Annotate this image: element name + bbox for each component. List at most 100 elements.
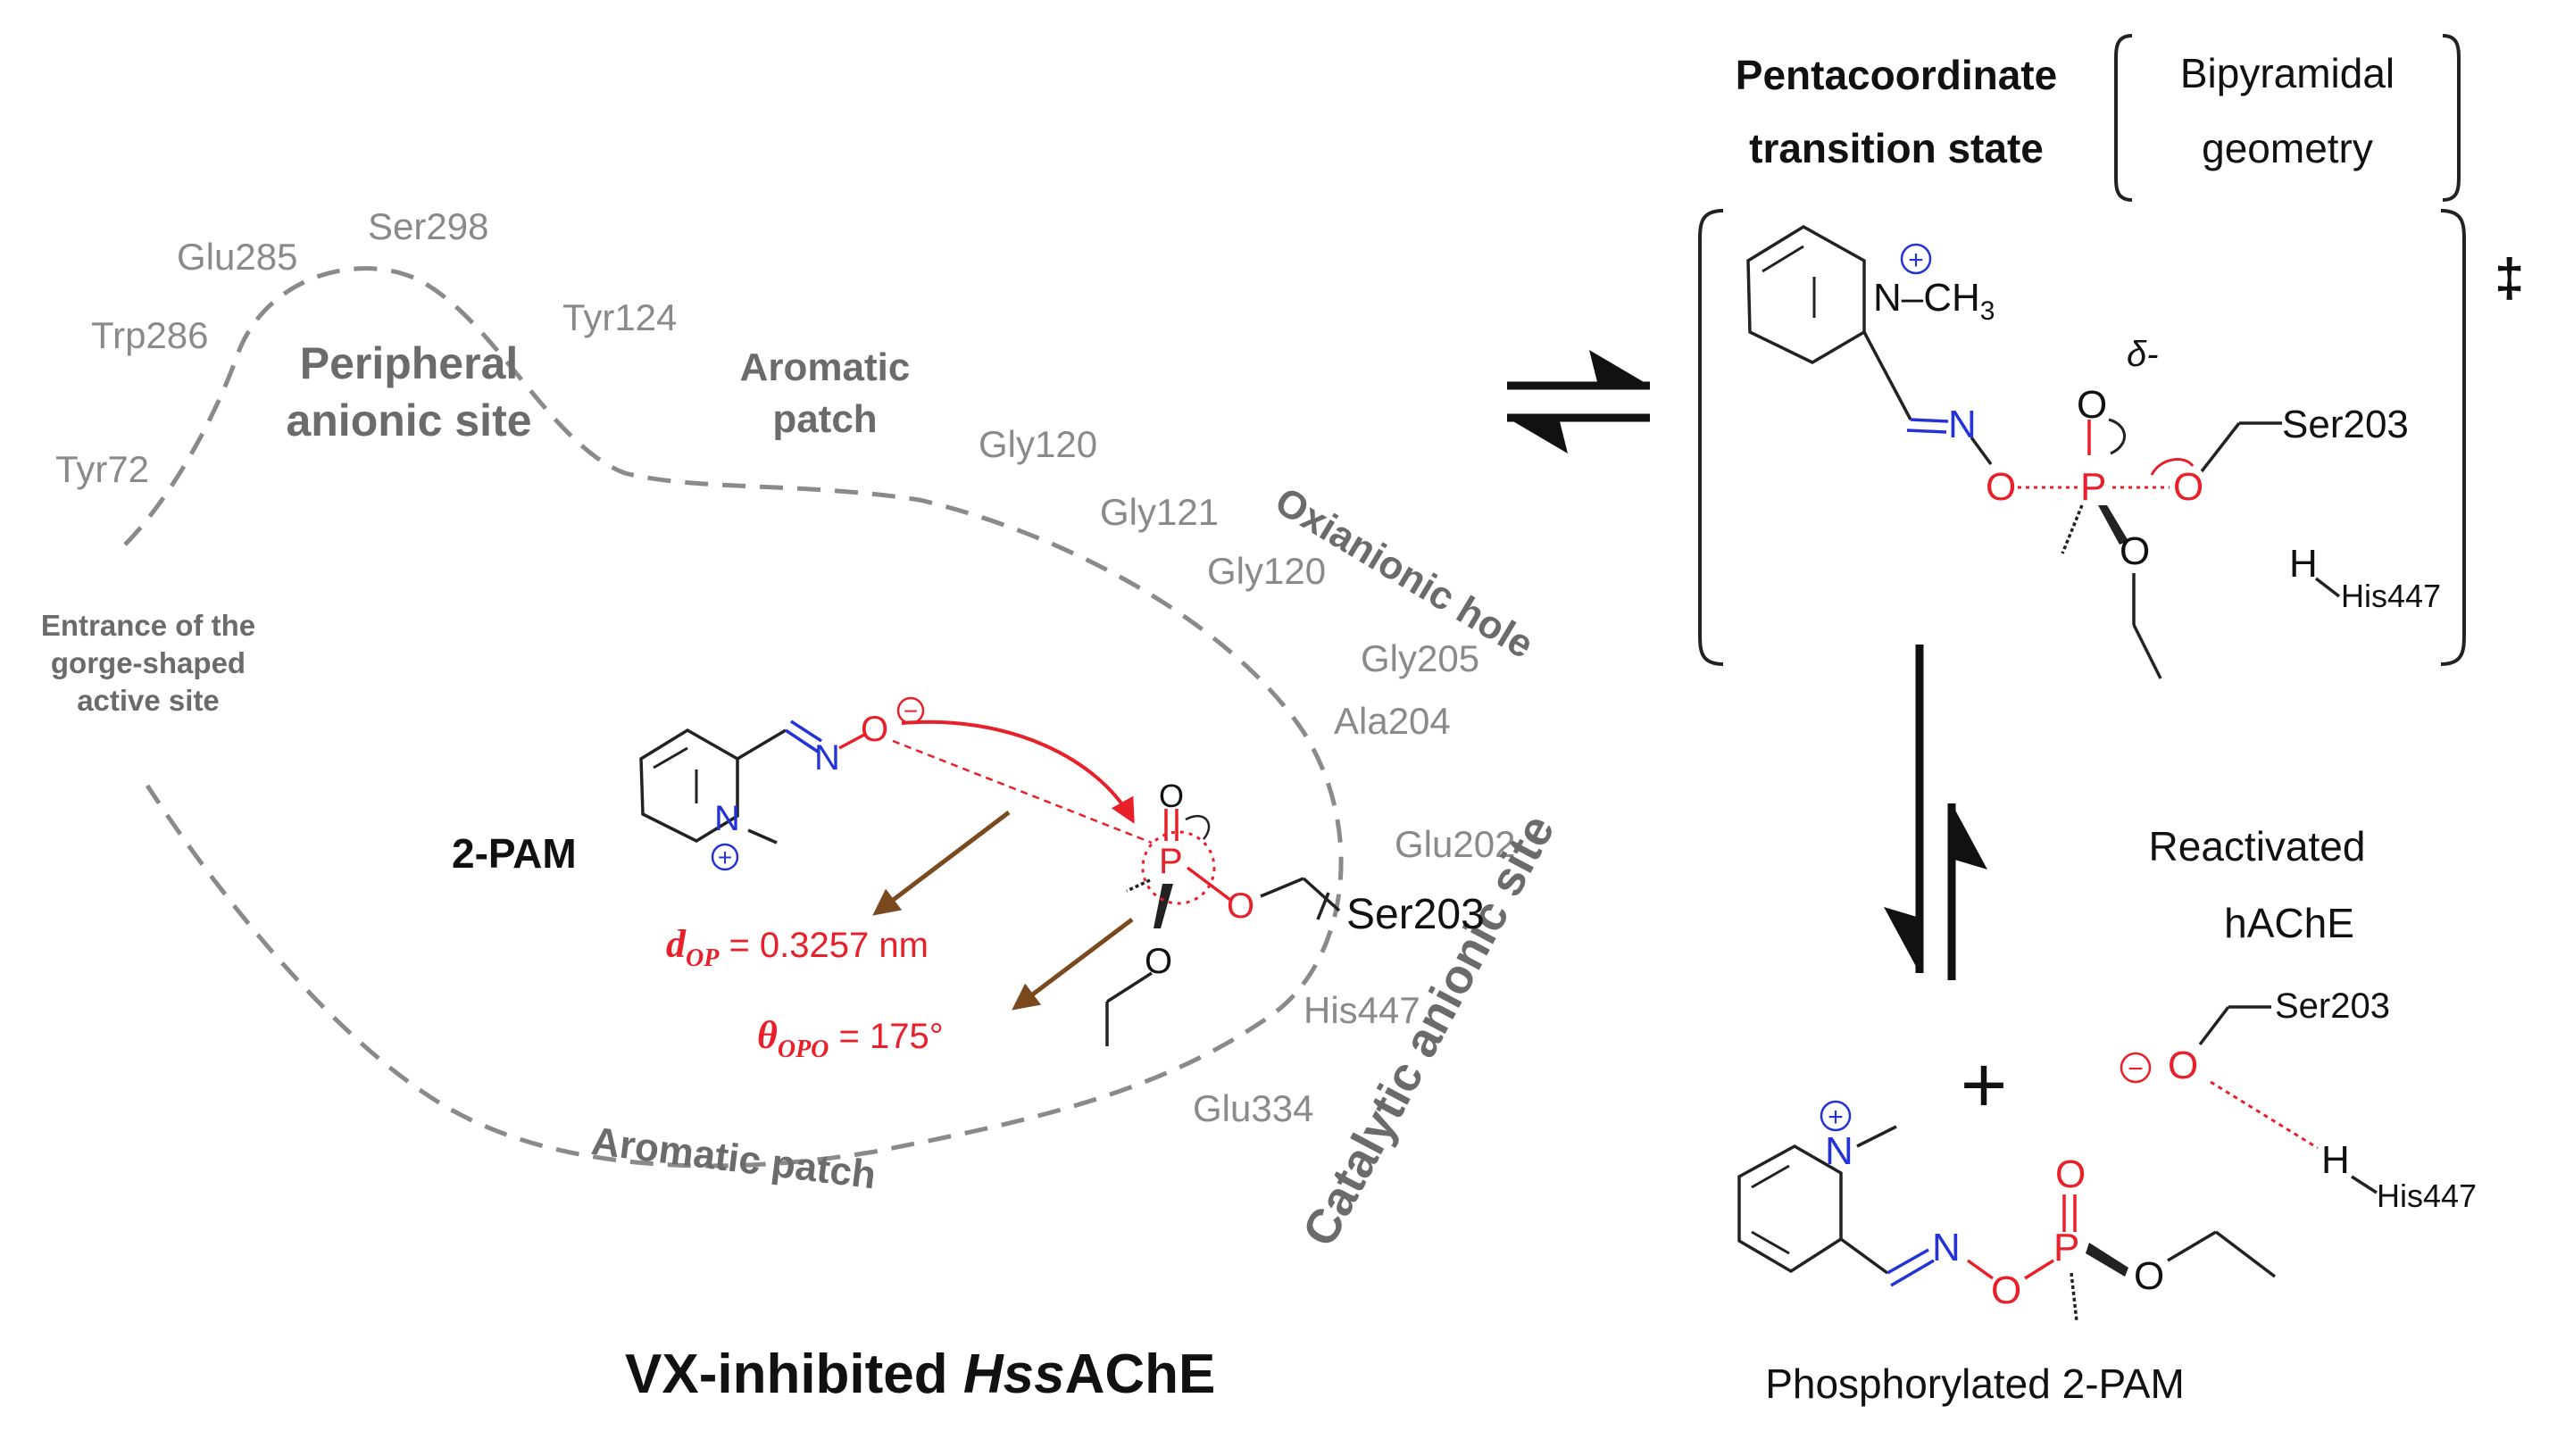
pyridine-plus-sign: + bbox=[718, 844, 732, 871]
prod-h-atom: H bbox=[2321, 1138, 2350, 1182]
prod-pyridine-plus-charge bbox=[1820, 1100, 1852, 1132]
prod-phosphoryl-o-atom: O bbox=[2055, 1152, 2086, 1196]
ts-pyridine-plus-charge bbox=[1900, 243, 1932, 275]
ts-ethoxy-2 bbox=[2132, 624, 2162, 679]
prod-n-o bbox=[1966, 1259, 1995, 1280]
ring-to-imine-bond bbox=[737, 728, 787, 761]
phosphorylated-2pam-atoms: N + N O P O O bbox=[1820, 1100, 2164, 1312]
geometry-bracket-left bbox=[2114, 34, 2133, 202]
ts-curved-arrow-1 bbox=[2108, 418, 2126, 455]
ts-pyridine-ring bbox=[1746, 224, 1866, 364]
residue-glu334: Glu334 bbox=[1193, 1087, 1313, 1129]
imine-n-atom: N bbox=[814, 738, 840, 778]
phosphorylated-2pam-label: Phosphorylated 2-PAM bbox=[1765, 1360, 2185, 1407]
reactivated-atoms: − O Ser203 H His447 bbox=[2120, 986, 2477, 1214]
oxime-o-atom: O bbox=[861, 710, 888, 749]
products-text: Reactivated hAChE + Phosphorylated 2-PAM bbox=[1765, 823, 2365, 1407]
ser-o-atom: O bbox=[1227, 886, 1254, 926]
residue-gly121: Gly121 bbox=[1100, 491, 1219, 533]
ts-oxyanion-atom: O bbox=[2077, 383, 2107, 427]
ts-bracket-right bbox=[2440, 209, 2466, 666]
ethoxy-o-atom: O bbox=[1145, 942, 1172, 981]
residue-his447: His447 bbox=[1303, 989, 1420, 1031]
prod-oser-ch2 bbox=[2198, 1005, 2230, 1046]
geometry-label-2: geometry bbox=[2202, 125, 2373, 171]
ser-wavy bbox=[1316, 892, 1330, 920]
n-methyl-bond bbox=[747, 828, 778, 844]
ts-ser203-label: Ser203 bbox=[2282, 403, 2409, 446]
angle-measurement: θOPO = 175° bbox=[757, 1013, 944, 1063]
residue-ala204: Ala204 bbox=[1334, 700, 1451, 742]
angle-symbol: θ bbox=[757, 1013, 778, 1057]
residue-gly120-a: Gly120 bbox=[979, 423, 1097, 465]
ts-n-ch3: N–CH bbox=[1873, 276, 1980, 320]
ts-ser-o-atom: O bbox=[2173, 465, 2203, 509]
distance-symbol: d bbox=[666, 922, 687, 966]
nucleophilic-attack-arrow bbox=[901, 720, 1135, 824]
phosphoryl-o-atom: O bbox=[1159, 778, 1184, 814]
entrance-label-3: active site bbox=[77, 684, 220, 717]
entrance-label-2: gorge-shaped bbox=[51, 646, 246, 679]
prod-pyridine-n-atom: N bbox=[1825, 1129, 1853, 1173]
equilibrium-arrow-horizontal bbox=[1507, 350, 1650, 453]
left-phosphonyl-atoms: O P O O Ser203 bbox=[1145, 778, 1485, 981]
residue-glu202: Glu202 bbox=[1395, 823, 1515, 865]
reactivated-ser-his bbox=[2198, 1005, 2378, 1194]
ts-n-methyl-label: N–CH3 bbox=[1873, 276, 1995, 326]
distance-value: = 0.3257 nm bbox=[719, 926, 929, 965]
reactivated-label-2: hAChE bbox=[2224, 900, 2354, 946]
prod-p-o-wedge bbox=[2086, 1243, 2128, 1277]
residue-labels: Glu285 Ser298 Trp286 Tyr124 Tyr72 Gly120… bbox=[55, 205, 1515, 1129]
peripheral-site-label-2: anionic site bbox=[286, 395, 531, 445]
ts-curved-arrow-2 bbox=[2150, 458, 2195, 476]
residue-gly205: Gly205 bbox=[1361, 637, 1479, 679]
ts-imine-double bbox=[1910, 418, 1949, 423]
prod-h-his-bond bbox=[2351, 1175, 2378, 1194]
distance-subscript: OP bbox=[686, 944, 720, 972]
prod-oxyanion-minus-charge bbox=[2120, 1052, 2152, 1084]
geometry-label-1: Bipyramidal bbox=[2180, 50, 2395, 96]
prod-ser-o-atom: O bbox=[2168, 1044, 2198, 1087]
pyridine-n-atom: N bbox=[714, 799, 740, 838]
equilibrium-arrow-vertical bbox=[1884, 645, 1987, 980]
prod-phosphorus-atom: P bbox=[2053, 1226, 2079, 1269]
oxime-minus-sign: − bbox=[904, 697, 918, 725]
p-o-wedge bbox=[1154, 884, 1173, 928]
ts-oxime-o-atom: O bbox=[1986, 465, 2016, 509]
residue-tyr124: Tyr124 bbox=[562, 296, 677, 338]
prod-ser203-label: Ser203 bbox=[2275, 986, 2390, 1026]
ts-ring-imine-bond bbox=[1862, 331, 1912, 420]
residue-gly120-b: Gly120 bbox=[1207, 550, 1326, 592]
o-p-distance-dashed bbox=[892, 739, 1153, 844]
ts-pyridine-plus-sign: + bbox=[1908, 245, 1924, 275]
ts-phosphorus-atom: P bbox=[2080, 465, 2106, 509]
ts-ethoxy-o-atom: O bbox=[2120, 529, 2150, 573]
ts-n-o-bond bbox=[1970, 436, 1993, 466]
ts-imine-n-atom: N bbox=[1948, 403, 1977, 446]
prod-pyridine-plus-sign: + bbox=[1828, 1102, 1844, 1132]
prod-p-methyl-hash bbox=[2070, 1272, 2078, 1322]
p-methyl-hash bbox=[1126, 878, 1151, 893]
ts-his447-label: His447 bbox=[2341, 578, 2441, 614]
title-italic: Hss bbox=[963, 1344, 1065, 1405]
prod-ethoxy-o-atom: O bbox=[2134, 1254, 2164, 1298]
residue-trp286: Trp286 bbox=[91, 314, 209, 356]
bipyramid-dotted-circle bbox=[1141, 830, 1216, 905]
prod-his447-label: His447 bbox=[2377, 1177, 2477, 1214]
title-part-1: VX-inhibited bbox=[625, 1344, 963, 1405]
prod-ring-imine bbox=[1839, 1237, 1889, 1275]
ts-p-methyl-hash bbox=[2061, 504, 2084, 554]
geometry-bracket-right bbox=[2442, 34, 2461, 202]
residue-glu285: Glu285 bbox=[177, 236, 297, 278]
title-part-2: AChE bbox=[1065, 1344, 1216, 1405]
ts-h-atom: H bbox=[2289, 542, 2318, 586]
aromatic-patch-top-label: Aromatic bbox=[740, 345, 911, 389]
prod-ethoxy-1 bbox=[2167, 1230, 2217, 1262]
ts-h-his-bond bbox=[2314, 577, 2341, 598]
phosphorylated-2pam-molecule bbox=[1737, 1125, 2277, 1322]
pyridine-plus-charge bbox=[711, 843, 739, 871]
ts-double-dagger: ‡ bbox=[2495, 248, 2524, 308]
n-o-bond bbox=[838, 732, 867, 750]
left-phosphonyl-serine bbox=[1105, 809, 1341, 1046]
